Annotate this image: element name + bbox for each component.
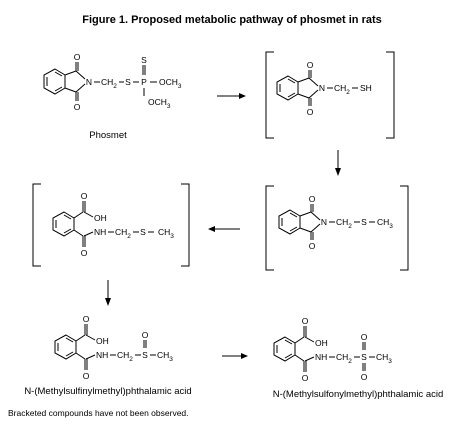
sulfonyl-acid-label: N-(Methylsulfonylmethyl)phthalamic acid [273, 389, 444, 400]
sulfinyl-acid-label: N-(Methylsulfinylmethyl)phthalamic acid [24, 386, 191, 397]
imide-nitrogen: N [321, 217, 327, 227]
benzene-ring [43, 68, 66, 95]
methyl-group: CH3 [157, 350, 173, 363]
amide-oxygen: O [81, 248, 88, 258]
amide-nh: NH [315, 352, 327, 362]
imide-ring [64, 62, 86, 101]
thioether-sulfur: S [361, 217, 367, 227]
thiono-sulfur: S [141, 55, 147, 65]
carbonyl-oxygen-top: O [74, 52, 81, 62]
methylthio-imide-structure: O O N CH2 S CH3 [278, 194, 393, 251]
carbonyl-oxygen-top: O [309, 194, 316, 204]
carbonyl-oxygen-bottom: O [309, 241, 316, 251]
thiol-structure: O O N CH2 SH [276, 60, 372, 117]
arrow-down-1 [335, 150, 341, 176]
amide-nh: NH [94, 227, 106, 237]
methylene-group: CH2 [336, 217, 352, 230]
methylene-group: CH2 [334, 83, 350, 96]
sulfinyl-acid-structure: O OH O NH CH2 S O CH3 [54, 314, 173, 381]
bracket-thiol [265, 51, 395, 139]
thiol-group: SH [360, 83, 372, 93]
carbonyl-oxygen-top: O [307, 60, 314, 70]
sulfinyl-oxygen: O [142, 330, 149, 340]
methyl-group: CH3 [376, 352, 392, 365]
carboxyl-oxygen: O [302, 316, 309, 326]
arrow-down-2 [105, 280, 111, 306]
methylene-group: CH2 [115, 227, 131, 240]
sulfinyl-sulfur: S [142, 350, 148, 360]
arrow-left-1 [208, 226, 240, 232]
phosphorus-atom: P [141, 77, 147, 87]
figure-title: Figure 1. Proposed metabolic pathway of … [82, 14, 382, 26]
methyl-group: CH3 [158, 227, 174, 240]
sulfonyl-acid-structure: O OH O NH CH2 S O O CH3 [273, 316, 392, 383]
arrow-right-2 [222, 353, 248, 359]
thioether-sulfur: S [140, 227, 146, 237]
methylene-group: CH2 [101, 77, 117, 90]
bracket-methylthio-acid [32, 183, 190, 267]
hydroxyl-group: OH [96, 336, 109, 346]
methoxy-group-right: OCH3 [159, 77, 182, 90]
phosmet-label: Phosmet [89, 130, 127, 141]
methylthio-acid-structure: O OH O NH CH2 S CH3 [52, 191, 174, 258]
sulfonyl-oxygen-top: O [361, 332, 368, 342]
carboxyl-oxygen: O [81, 191, 88, 201]
methylene-group: CH2 [117, 350, 133, 363]
imide-nitrogen: N [319, 83, 325, 93]
arrow-right-1 [217, 93, 246, 99]
amide-nh: NH [96, 350, 108, 360]
amide-oxygen: O [83, 371, 90, 381]
hydroxyl-group: OH [315, 338, 328, 348]
imide-nitrogen: N [86, 77, 92, 87]
carbonyl-oxygen-bottom: O [74, 102, 81, 112]
phosmet-structure: O O N CH2 S P S OCH3 OCH3 [43, 52, 182, 112]
methoxy-group-bottom: OCH3 [148, 97, 171, 110]
carboxyl-oxygen: O [83, 314, 90, 324]
footnote: Bracketed compounds have not been observ… [8, 408, 189, 418]
hydroxyl-group: OH [94, 213, 107, 223]
sulfonyl-sulfur: S [361, 352, 367, 362]
carbonyl-oxygen-bottom: O [307, 107, 314, 117]
bracket-methylthio-imide [265, 185, 409, 271]
methylene-group: CH2 [336, 352, 352, 365]
amide-oxygen: O [302, 373, 309, 383]
thioether-sulfur: S [125, 77, 131, 87]
sulfonyl-oxygen-bottom: O [361, 372, 368, 382]
methyl-group: CH3 [377, 217, 393, 230]
